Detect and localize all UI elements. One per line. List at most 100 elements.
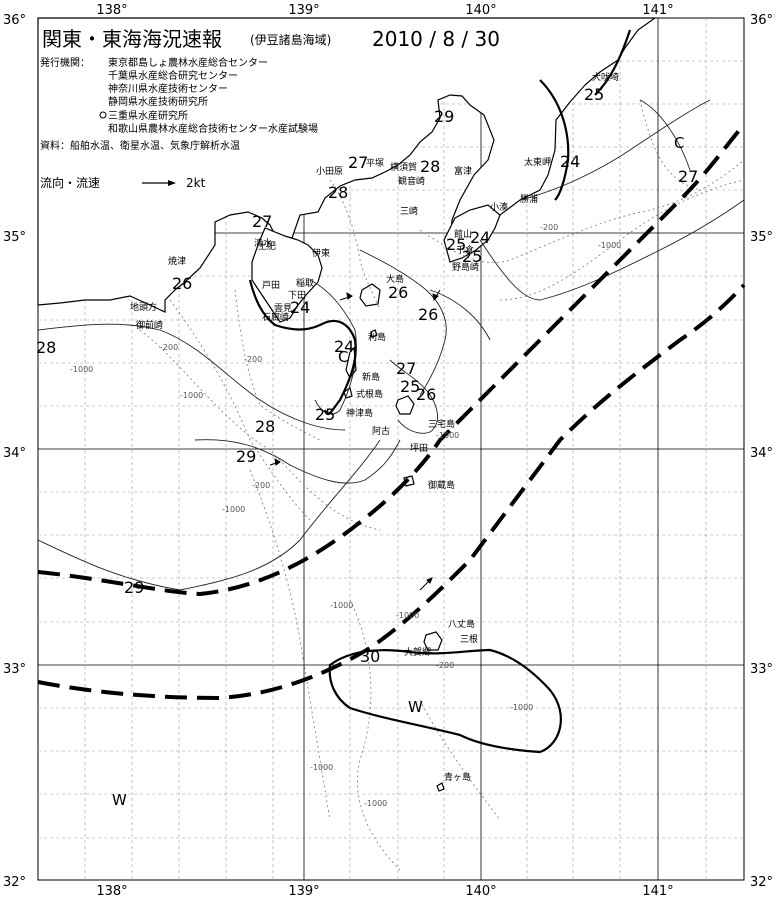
lon-label-139-bottom: 139° bbox=[288, 884, 319, 899]
place-name: 大賀郷 bbox=[404, 646, 431, 658]
lat-label-32-right: 32° bbox=[750, 875, 773, 890]
grid bbox=[38, 18, 744, 880]
place-name: 太東岬 bbox=[524, 156, 551, 168]
depth-contours bbox=[139, 99, 745, 871]
current-legend-arrow-icon bbox=[142, 180, 176, 186]
map-title: 関東・東海海況速報 bbox=[42, 27, 222, 51]
depth-label: -1000 bbox=[310, 763, 333, 772]
place-name: 利島 bbox=[368, 331, 386, 343]
place-name: 三宅島 bbox=[428, 418, 455, 430]
agencies-label: 発行機関： bbox=[40, 56, 90, 69]
lon-label-141-bottom: 141° bbox=[642, 884, 673, 899]
depth-label: -1000 bbox=[598, 241, 621, 250]
place-name: 石廊崎 bbox=[262, 311, 289, 323]
depth-label: -200 bbox=[160, 343, 178, 352]
lat-label-34-right: 34° bbox=[750, 446, 773, 461]
eddy-marks: C C W W bbox=[112, 134, 684, 809]
iso-label: 24 bbox=[470, 228, 490, 247]
land bbox=[37, 17, 657, 792]
iso-label: 25 bbox=[584, 85, 604, 104]
lon-label-141-top: 141° bbox=[642, 3, 673, 18]
warm-eddy-mark: W bbox=[112, 791, 127, 809]
place-name: 伊東 bbox=[312, 247, 330, 259]
iso-label: 28 bbox=[36, 338, 56, 357]
warm-eddy-mark: W bbox=[408, 698, 423, 716]
lat-label-34-left: 34° bbox=[3, 446, 26, 461]
kuroshio-path bbox=[37, 123, 746, 701]
place-name: 平塚 bbox=[366, 158, 384, 169]
place-name: 犬吠埼 bbox=[592, 71, 619, 83]
place-name: 三崎 bbox=[400, 205, 418, 217]
current-legend-label: 流向・流速 bbox=[40, 175, 100, 190]
bold-isotherms bbox=[248, 29, 632, 754]
lat-label-33-left: 33° bbox=[3, 662, 26, 677]
place-name: 御蔵島 bbox=[428, 479, 455, 491]
place-name: 勝浦 bbox=[520, 193, 538, 205]
depth-label: -1000 bbox=[364, 799, 387, 808]
place-names: 犬吠埼 太東岬 勝浦 小湊 館山 千倉 野島崎 横須賀 観音崎 三崎 富津 平塚… bbox=[130, 71, 619, 783]
place-name: 青ヶ島 bbox=[444, 771, 471, 783]
kozushima bbox=[343, 387, 353, 399]
agency-line: 三重県水産研究所 bbox=[108, 109, 188, 122]
iso-label: 25 bbox=[462, 247, 482, 266]
iso-label: 30 bbox=[360, 647, 380, 666]
place-name: 地頭方 bbox=[130, 301, 157, 313]
lon-label-140-top: 140° bbox=[465, 3, 496, 18]
agency-bullet-icon bbox=[99, 111, 107, 119]
lat-label-36-left: 36° bbox=[3, 13, 26, 28]
aogashima bbox=[436, 782, 445, 792]
iso-label: 25 bbox=[400, 377, 420, 396]
depth-label: -1000 bbox=[222, 505, 245, 514]
place-name: 御前崎 bbox=[136, 319, 163, 331]
iso-label: 28 bbox=[420, 157, 440, 176]
place-name: 三根 bbox=[460, 633, 478, 645]
agency-line: 静岡県水産技術研究所 bbox=[108, 95, 208, 108]
lon-label-139-top: 139° bbox=[288, 3, 319, 18]
miyakejima bbox=[395, 395, 415, 415]
place-name: 小田原 bbox=[316, 166, 343, 177]
place-name: 雲見 bbox=[274, 303, 292, 314]
cold-eddy-mark: C bbox=[338, 348, 348, 366]
iso-label: 27 bbox=[348, 153, 368, 172]
current-legend-speed: 2kt bbox=[186, 176, 206, 190]
oshima bbox=[359, 283, 381, 307]
depth-label: -200 bbox=[436, 661, 454, 670]
lat-label-33-right: 33° bbox=[750, 662, 773, 677]
place-name: 新島 bbox=[362, 371, 380, 383]
iso-label: 27 bbox=[678, 167, 698, 186]
lat-label-35-right: 35° bbox=[750, 230, 773, 245]
iso-label: 28 bbox=[328, 183, 348, 202]
iso-label: 24 bbox=[290, 298, 310, 317]
depth-label: -1000 bbox=[396, 611, 419, 620]
place-name: 清水 bbox=[254, 237, 272, 249]
iso-label: 26 bbox=[416, 385, 436, 404]
iso-label: 26 bbox=[172, 274, 192, 293]
place-name: 戸田 bbox=[262, 280, 280, 291]
place-name: 小湊 bbox=[490, 201, 508, 213]
place-name: 館山 bbox=[454, 228, 472, 240]
shizuoka-coast bbox=[37, 17, 657, 313]
depth-label: -200 bbox=[244, 355, 262, 364]
iso-label: 29 bbox=[124, 578, 144, 597]
lat-label-36-right: 36° bbox=[750, 13, 773, 28]
data-sources: 資料：船舶水温、衛星水温、気象庁解析水温 bbox=[40, 139, 240, 152]
agency-line: 東京都島しょ農林水産総合センター bbox=[108, 56, 268, 69]
depth-label: -1000 bbox=[436, 431, 459, 440]
izu-peninsula bbox=[251, 227, 323, 323]
place-name: 下田 bbox=[288, 290, 306, 301]
place-name: 焼津 bbox=[168, 256, 186, 267]
place-name: 富津 bbox=[454, 165, 472, 177]
iso-label: 26 bbox=[388, 283, 408, 302]
depth-label: -1000 bbox=[510, 703, 533, 712]
depth-label: -200 bbox=[540, 223, 558, 232]
place-name: 神津島 bbox=[346, 407, 373, 419]
depth-label: -200 bbox=[252, 481, 270, 490]
iso-label: 27 bbox=[252, 212, 272, 231]
iso-label: 25 bbox=[446, 235, 466, 254]
boso-peninsula bbox=[443, 204, 501, 263]
depth-label: -1000 bbox=[70, 365, 93, 374]
iso-label: 27 bbox=[396, 359, 416, 378]
iso-label: 26 bbox=[418, 305, 438, 324]
isotherm-labels: 27 26 28 24 25 29 28 27 28 24 25 25 24 2… bbox=[36, 85, 698, 666]
iso-label: 24 bbox=[560, 152, 580, 171]
